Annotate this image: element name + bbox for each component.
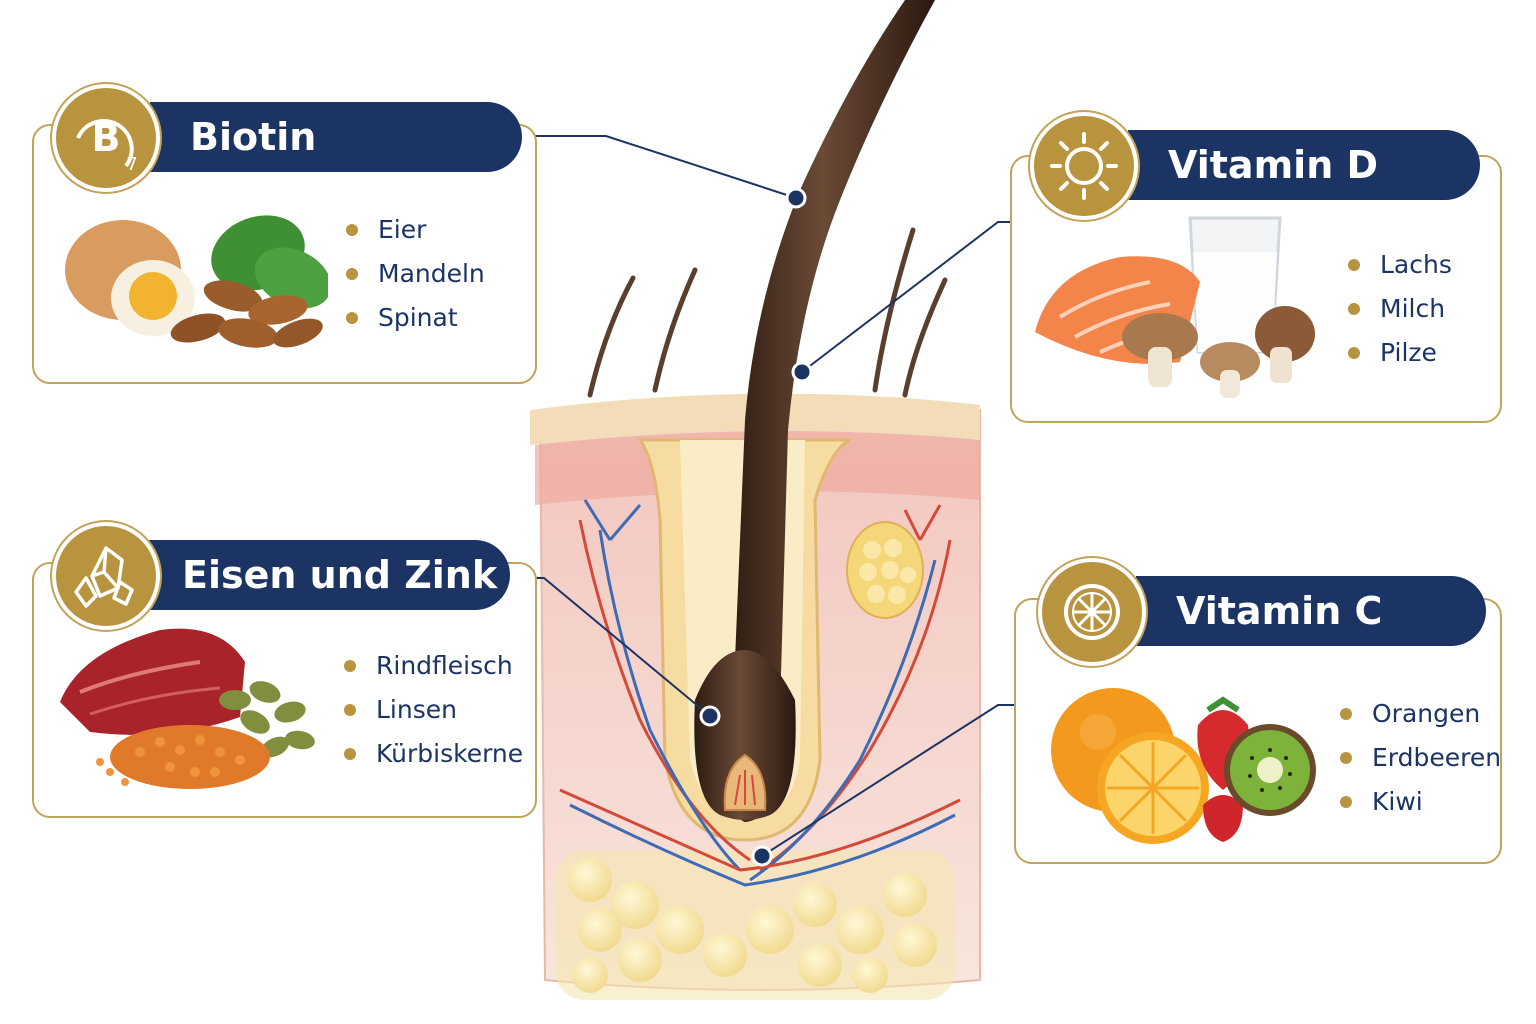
hair-shaft xyxy=(730,0,935,822)
lentils xyxy=(110,725,270,789)
blood-vessels xyxy=(559,499,961,887)
connector-dot-vitamin-c xyxy=(751,845,773,867)
b7-icon-subscript: 7 xyxy=(126,154,137,175)
connector-dot-biotin xyxy=(785,187,807,209)
almond xyxy=(203,280,263,312)
list-item: Erdbeeren xyxy=(1338,736,1501,780)
fat-layer xyxy=(555,850,955,1000)
title-vitamin-c: Vitamin C xyxy=(1176,589,1383,633)
bullet-dot xyxy=(1348,303,1360,315)
list-item: Pilze xyxy=(1346,331,1452,375)
badge-eisen-zink xyxy=(52,522,160,630)
sun-icon xyxy=(1050,132,1118,200)
badge-vitamin-c xyxy=(1038,558,1146,666)
list-item: Eier xyxy=(344,208,485,252)
food-image-vitamin-c xyxy=(1048,680,1318,850)
connector-dot-vitamin-d xyxy=(791,361,813,383)
bullet-dot xyxy=(344,660,356,672)
small-hairs xyxy=(587,227,948,398)
food-list-vitamin-c: Orangen Erdbeeren Kiwi xyxy=(1338,692,1501,824)
bullet-dot xyxy=(346,268,358,280)
list-item: Lachs xyxy=(1346,243,1452,287)
badge-biotin: B 7 xyxy=(52,84,160,192)
banner-vitamin-d: Vitamin D xyxy=(1128,130,1480,200)
food-image-eisen-zink xyxy=(50,622,320,802)
hair-bulb xyxy=(694,650,796,820)
bullet-dot xyxy=(344,704,356,716)
bullet-dot xyxy=(1348,347,1360,359)
list-item: Milch xyxy=(1346,287,1452,331)
connector-biotin xyxy=(522,135,797,199)
food-image-vitamin-d xyxy=(1030,212,1320,402)
list-item: Rindfleisch xyxy=(342,644,523,688)
beef xyxy=(60,628,245,735)
food-list-vitamin-d: Lachs Milch Pilze xyxy=(1346,243,1452,375)
mushroom-cap xyxy=(1122,313,1198,361)
b7-icon: B 7 xyxy=(76,116,138,175)
connector-dot-eisen-zink xyxy=(699,705,721,727)
bullet-dot xyxy=(346,312,358,324)
bullet-dot xyxy=(1340,708,1352,720)
badge-vitamin-d xyxy=(1030,112,1138,220)
b7-icon-letter: B xyxy=(92,116,121,160)
citrus-slice-icon xyxy=(1064,584,1120,640)
list-item: Kiwi xyxy=(1338,780,1501,824)
list-item: Spinat xyxy=(344,296,485,340)
title-vitamin-d: Vitamin D xyxy=(1168,143,1379,187)
list-item: Linsen xyxy=(342,688,523,732)
food-list-eisen-zink: Rindfleisch Linsen Kürbiskerne xyxy=(342,644,523,776)
connector-vitamin-c xyxy=(761,704,1014,857)
bullet-dot xyxy=(346,224,358,236)
connector-vitamin-d xyxy=(801,221,1010,373)
list-item: Orangen xyxy=(1338,692,1501,736)
banner-vitamin-c: Vitamin C xyxy=(1136,576,1486,646)
food-image-biotin xyxy=(58,198,332,358)
banner-biotin: Biotin xyxy=(150,102,522,172)
bullet-dot xyxy=(1348,259,1360,271)
bullet-dot xyxy=(1340,796,1352,808)
pumpkin-seed xyxy=(219,690,251,710)
mineral-crystal-icon xyxy=(74,546,134,608)
list-item: Mandeln xyxy=(344,252,485,296)
connector-eisen-zink xyxy=(510,577,711,717)
title-eisen-zink: Eisen und Zink xyxy=(182,553,498,597)
list-item: Kürbiskerne xyxy=(342,732,523,776)
bullet-dot xyxy=(1340,752,1352,764)
banner-eisen-zink: Eisen und Zink xyxy=(148,540,510,610)
title-biotin: Biotin xyxy=(190,115,317,159)
food-list-biotin: Eier Mandeln Spinat xyxy=(344,208,485,340)
bullet-dot xyxy=(344,748,356,760)
